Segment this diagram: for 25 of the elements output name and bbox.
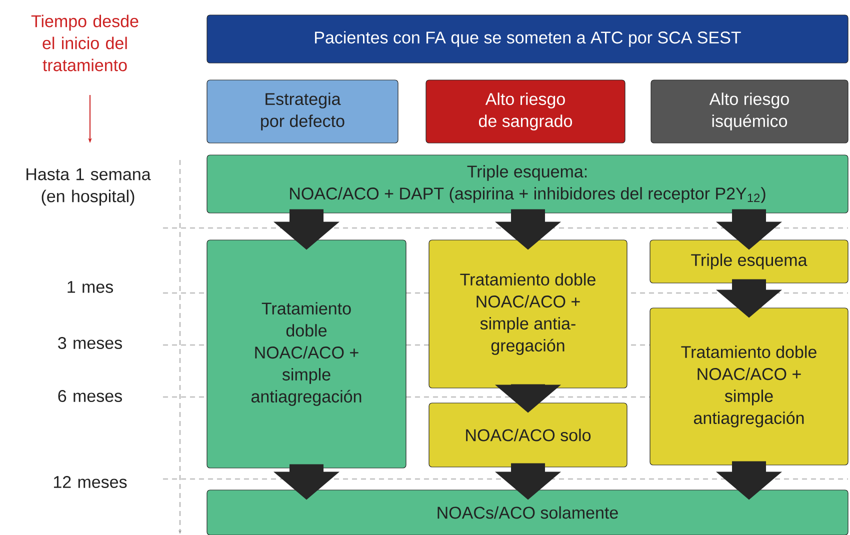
block-arrow bbox=[274, 209, 340, 250]
category-box: Alto riesgo isquémico bbox=[650, 80, 848, 144]
time-label: 6 meses bbox=[58, 390, 122, 402]
block-arrow bbox=[716, 209, 782, 250]
block-arrow bbox=[716, 461, 782, 500]
treatment-box: Triple esquema bbox=[650, 240, 848, 284]
block-arrow bbox=[495, 209, 561, 250]
block-arrow bbox=[716, 279, 782, 318]
block-arrow bbox=[274, 464, 340, 500]
block-arrow bbox=[495, 384, 561, 413]
treatment-box: Tratamiento doble NOAC/ACO + simple antia- gregación bbox=[428, 240, 628, 388]
treatment-box: NOAC/ACO solo bbox=[428, 402, 628, 468]
treatment-box: Tratamiento doble NOAC/ACO + simple antiagregación bbox=[650, 308, 848, 466]
header-box: Pacientes con FA que se someten a ATC por SCA SEST bbox=[206, 14, 848, 64]
treatment-box: Triple esquema: NOAC/ACO + DAPT (aspirina + inhibidores del receptor P2Y$_{12}$) bbox=[206, 154, 848, 214]
treatment-box: NOACs/ACO solamente bbox=[206, 490, 848, 535]
treatment-box: Tratamiento doble NOAC/ACO + simple antiagregación bbox=[206, 240, 406, 468]
time-label: 12 meses bbox=[54, 476, 127, 488]
category-box: Estrategia por defecto bbox=[206, 80, 398, 144]
time-label: Tiempo desde el inicio del tratamiento bbox=[31, 14, 138, 72]
time-label: Hasta 1 semana (en hospital) bbox=[26, 168, 151, 206]
block-arrow bbox=[495, 463, 561, 500]
time-label: 3 meses bbox=[58, 336, 122, 350]
time-label: 1 mes bbox=[68, 281, 113, 293]
category-box: Alto riesgo de sangrado bbox=[426, 80, 626, 144]
